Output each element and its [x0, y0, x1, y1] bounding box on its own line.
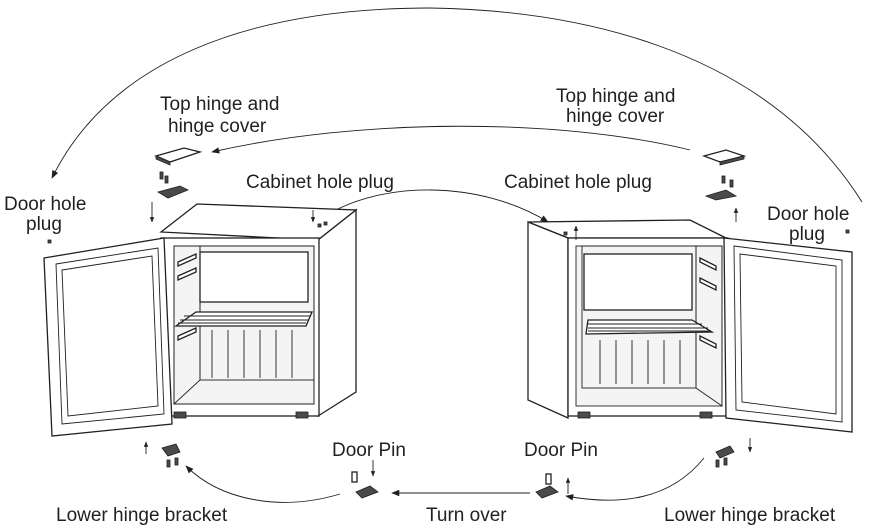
top-hinge-left-label-1: Top hinge and — [160, 94, 279, 115]
door-hole-right-label-1: Door hole — [767, 204, 849, 225]
top-hinge-right-label-1: Top hinge and — [556, 86, 675, 107]
top-hinge-left-label-2: hinge cover — [168, 116, 267, 137]
right-cabinet-plug-group — [563, 225, 579, 240]
top-hinge-transfer-arrow — [211, 125, 691, 154]
center-left-door-pin — [351, 460, 379, 499]
right-top-hinge-group — [701, 149, 747, 222]
left-fridge — [43, 203, 358, 437]
lower-hinge-left-arrow — [185, 465, 341, 503]
lower-hinge-left-label: Lower hinge bracket — [56, 505, 228, 526]
door-pin-icon — [351, 471, 358, 483]
right-fridge — [527, 219, 853, 433]
door-hole-left-label-1: Door hole — [4, 194, 86, 215]
lower-hinge-right-arrow — [565, 457, 705, 501]
top-hinge-icon — [156, 185, 189, 199]
turn-over-label: Turn over — [426, 505, 507, 526]
door-hole-plug-icon — [47, 239, 52, 244]
cabinet-plug-arc-arrow — [321, 189, 549, 223]
door-pin-left-label: Door Pin — [332, 440, 406, 461]
door-hole-right-label-2: plug — [789, 224, 825, 245]
left-top-hinge-group — [149, 147, 203, 223]
cabinet-plug-left-label: Cabinet hole plug — [246, 172, 394, 193]
left-lower-hinge-group — [143, 441, 181, 468]
center-right-door-pin — [535, 473, 571, 499]
right-lower-hinge-group — [715, 438, 753, 468]
cabinet-plug-right-label: Cabinet hole plug — [504, 172, 652, 193]
door-hole-left-label-2: plug — [26, 214, 62, 235]
top-hinge-right-label-2: hinge cover — [566, 106, 665, 127]
big-arc-arrow — [51, 7, 863, 203]
door-pin-right-label: Door Pin — [524, 440, 598, 461]
lower-hinge-right-label: Lower hinge bracket — [664, 505, 836, 526]
lower-hinge-bracket-icon — [161, 443, 181, 457]
left-cabinet-plug-group — [310, 210, 328, 228]
